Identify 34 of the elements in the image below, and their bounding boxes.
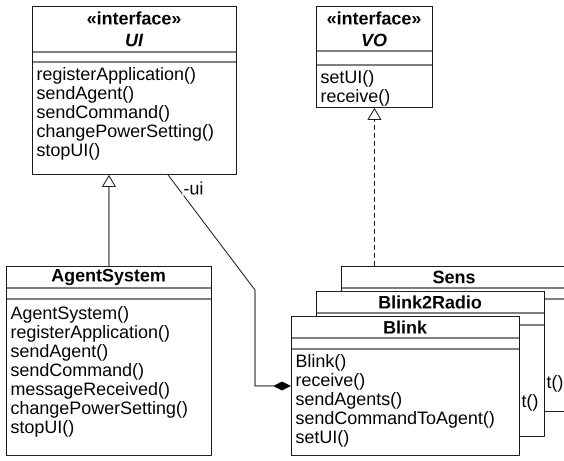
method-name: sendCommandToAgent() xyxy=(296,411,494,428)
method-name: setUI() xyxy=(296,430,348,447)
stereotype-label: «interface» xyxy=(87,11,181,25)
method-name: registerApplication() xyxy=(12,325,169,342)
method-name: stopUI() xyxy=(36,143,100,160)
class-box xyxy=(32,6,237,175)
class-box xyxy=(316,6,433,108)
method-name: t() xyxy=(546,375,562,392)
class-name: VO xyxy=(362,34,387,46)
method-name: changePowerSetting() xyxy=(37,124,213,141)
method-name: changePowerSetting() xyxy=(11,401,187,418)
method-name: t() xyxy=(522,394,538,411)
method-name: Blink() xyxy=(296,354,346,371)
method-name: sendCommand() xyxy=(36,105,169,122)
role-label: -ui xyxy=(182,180,204,196)
class-name: Sens xyxy=(433,270,475,284)
method-name: sendAgent() xyxy=(36,86,134,103)
class-name: Blink xyxy=(384,320,427,334)
class-box xyxy=(6,266,212,456)
method-name: sendAgents() xyxy=(296,392,401,409)
method-name: messageReceived() xyxy=(12,382,169,399)
class-name: AgentSystem xyxy=(52,268,165,286)
method-name: receive() xyxy=(322,89,390,106)
method-name: sendAgent() xyxy=(10,344,108,361)
method-name: AgentSystem() xyxy=(10,306,128,323)
class-name: Blink2Radio xyxy=(379,295,482,309)
method-name: stopUI() xyxy=(10,420,74,437)
class-box xyxy=(290,316,520,456)
stereotype-label: «interface» xyxy=(327,11,421,25)
method-name: setUI() xyxy=(320,70,374,87)
method-name: sendCommand() xyxy=(10,363,143,380)
method-name: registerApplication() xyxy=(38,67,195,84)
class-name: UI xyxy=(126,34,144,46)
method-name: receive() xyxy=(296,373,364,390)
